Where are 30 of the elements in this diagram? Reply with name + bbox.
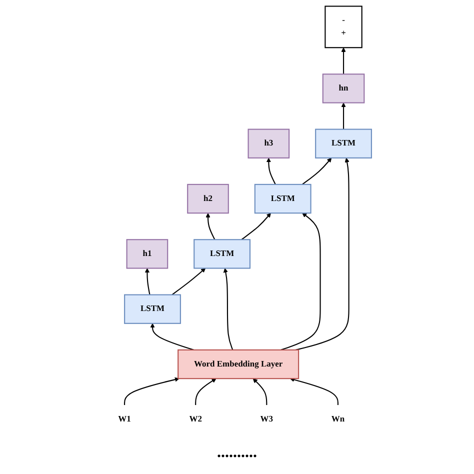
- node-box: LSTM: [124, 294, 182, 324]
- arrow: [252, 378, 268, 406]
- node-box: h2: [187, 184, 230, 214]
- node-box: - +: [324, 6, 363, 48]
- node-box: Word Embedding Layer: [178, 349, 300, 380]
- arrow: [280, 212, 321, 350]
- node-box: hn: [322, 74, 365, 104]
- arrow: [145, 268, 150, 295]
- arrow: [195, 378, 216, 406]
- node-text: W1: [118, 414, 132, 424]
- node-text: W2: [189, 414, 202, 424]
- node-box: LSTM: [194, 239, 251, 269]
- node-text: W3: [260, 414, 274, 424]
- node-text: Wn: [332, 414, 345, 424]
- arrow: [302, 158, 332, 185]
- arrow: [296, 158, 350, 350]
- arrow: [172, 268, 206, 296]
- node-box: h1: [126, 239, 168, 269]
- arrow: [290, 377, 339, 406]
- arrow: [266, 158, 276, 185]
- arrow: [224, 268, 234, 350]
- node-box: LSTM: [315, 128, 372, 158]
- arrow: [206, 212, 216, 240]
- node-box: LSTM: [254, 184, 312, 214]
- arrow: [341, 102, 346, 130]
- arrow: [241, 212, 272, 240]
- arrow: [124, 377, 180, 406]
- ellipsis-label: ..........: [217, 444, 257, 462]
- arrow: [341, 47, 346, 74]
- node-box: h3: [248, 128, 290, 158]
